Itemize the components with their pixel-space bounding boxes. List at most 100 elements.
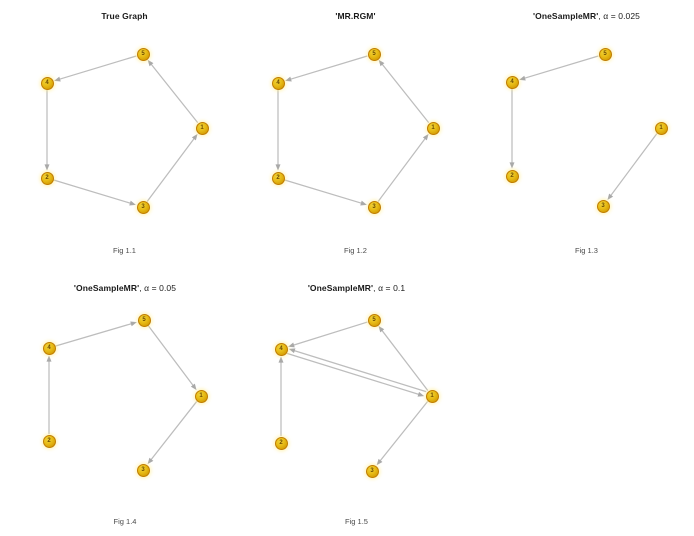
edge-line [284, 179, 364, 205]
panel-title-alpha: , α = 0.025 [598, 11, 641, 21]
graph-edge [54, 55, 137, 82]
graph-edge [288, 321, 368, 348]
graph-node: 2 [271, 171, 285, 185]
graph-node: 3 [365, 464, 379, 478]
graph-edge [146, 133, 198, 202]
graph-edge [378, 325, 429, 391]
graph-edge [378, 59, 430, 123]
panel-title-method: 'MR.RGM' [335, 11, 376, 21]
panel-title-method: 'OneSampleMR' [532, 11, 599, 21]
edge-arrowhead-icon [190, 383, 197, 391]
graph-node: 5 [367, 47, 381, 61]
edge-arrowhead-icon [44, 164, 50, 171]
graph-edge [53, 179, 136, 206]
panel-title-alpha: , α = 0.1 [373, 283, 406, 293]
graph-node: 5 [136, 47, 150, 61]
panel-title: 'MR.RGM' [196, 11, 516, 22]
graph-edge [46, 355, 52, 435]
edge-arrowhead-icon [54, 76, 61, 82]
graph-node-label: 2 [276, 174, 280, 181]
panel-caption: Fig 1.2 [344, 246, 367, 255]
graph-node: 5 [367, 313, 381, 327]
graph-edge [377, 133, 429, 202]
graph-node-label: 4 [47, 344, 51, 351]
graph-node: 5 [137, 313, 151, 327]
graph-node: 2 [274, 436, 288, 450]
edge-line [55, 322, 134, 347]
graph-edge [607, 133, 658, 201]
graph-node-label: 2 [279, 439, 283, 446]
panel-title: 'OneSampleMR', α = 0.05 [0, 283, 285, 294]
graph-node: 2 [42, 434, 56, 448]
edge-arrowhead-icon [378, 325, 385, 333]
graph-node-label: 3 [141, 203, 145, 210]
edge-arrowhead-icon [278, 356, 284, 363]
edge-arrowhead-icon [288, 348, 296, 354]
graph-edge [55, 321, 137, 347]
panel-title: 'OneSampleMR', α = 0.1 [197, 283, 517, 294]
panel-title: 'OneSampleMR', α = 0.025 [427, 11, 694, 22]
edge-line [149, 401, 198, 462]
edge-arrowhead-icon [519, 75, 526, 81]
panel-caption: Fig 1.4 [113, 517, 137, 526]
edge-arrowhead-icon [509, 162, 515, 169]
graph-node-label: 5 [141, 50, 145, 57]
graph-node-label: 3 [370, 467, 374, 474]
edge-line [380, 328, 429, 391]
edge-arrowhead-icon [360, 200, 367, 206]
edge-line [288, 55, 368, 81]
edge-arrowhead-icon [46, 355, 52, 362]
graph-node-label: 5 [142, 316, 146, 323]
edge-arrowhead-icon [130, 321, 137, 327]
graph-node-label: 2 [45, 174, 49, 181]
edge-arrowhead-icon [376, 458, 383, 466]
graph-node: 3 [367, 200, 381, 214]
graph-node: 3 [136, 463, 150, 477]
graph-node: 1 [654, 121, 668, 135]
edge-arrowhead-icon [275, 164, 281, 171]
edge-line [57, 55, 137, 81]
graph-edge [147, 59, 199, 123]
graph-edge [288, 348, 427, 393]
graph-node: 4 [271, 76, 285, 90]
graph-node-label: 3 [601, 202, 605, 209]
edge-arrowhead-icon [607, 193, 614, 201]
edge-arrowhead-icon [378, 59, 385, 67]
graph-node: 1 [194, 389, 208, 403]
graph-node-label: 2 [510, 172, 514, 179]
graph-node: 3 [136, 200, 150, 214]
graph-node-label: 1 [430, 392, 434, 399]
graph-edge [376, 401, 429, 466]
graph-node-label: 4 [510, 78, 514, 85]
panel-title: True Graph [0, 11, 285, 22]
graph-node: 1 [425, 389, 439, 403]
graph-node-label: 4 [276, 79, 280, 86]
graph-node-label: 5 [372, 50, 376, 57]
graph-edge [519, 55, 599, 81]
graph-edge [275, 89, 281, 171]
edge-arrowhead-icon [422, 133, 429, 141]
graph-edge [285, 55, 368, 82]
panel-title-method: 'OneSampleMR' [73, 283, 140, 293]
graph-node-label: 5 [372, 316, 376, 323]
edge-line [149, 62, 199, 123]
edge-line [380, 62, 430, 123]
graph-node-label: 4 [45, 79, 49, 86]
edge-line [378, 401, 429, 463]
graph-node: 4 [40, 76, 54, 90]
graph-node-label: 1 [431, 124, 435, 131]
graph-node-label: 1 [199, 392, 203, 399]
panel-title-method: 'OneSampleMR' [307, 283, 374, 293]
graph-node-label: 5 [603, 50, 607, 57]
graph-node: 1 [426, 121, 440, 135]
edge-line [377, 136, 427, 202]
